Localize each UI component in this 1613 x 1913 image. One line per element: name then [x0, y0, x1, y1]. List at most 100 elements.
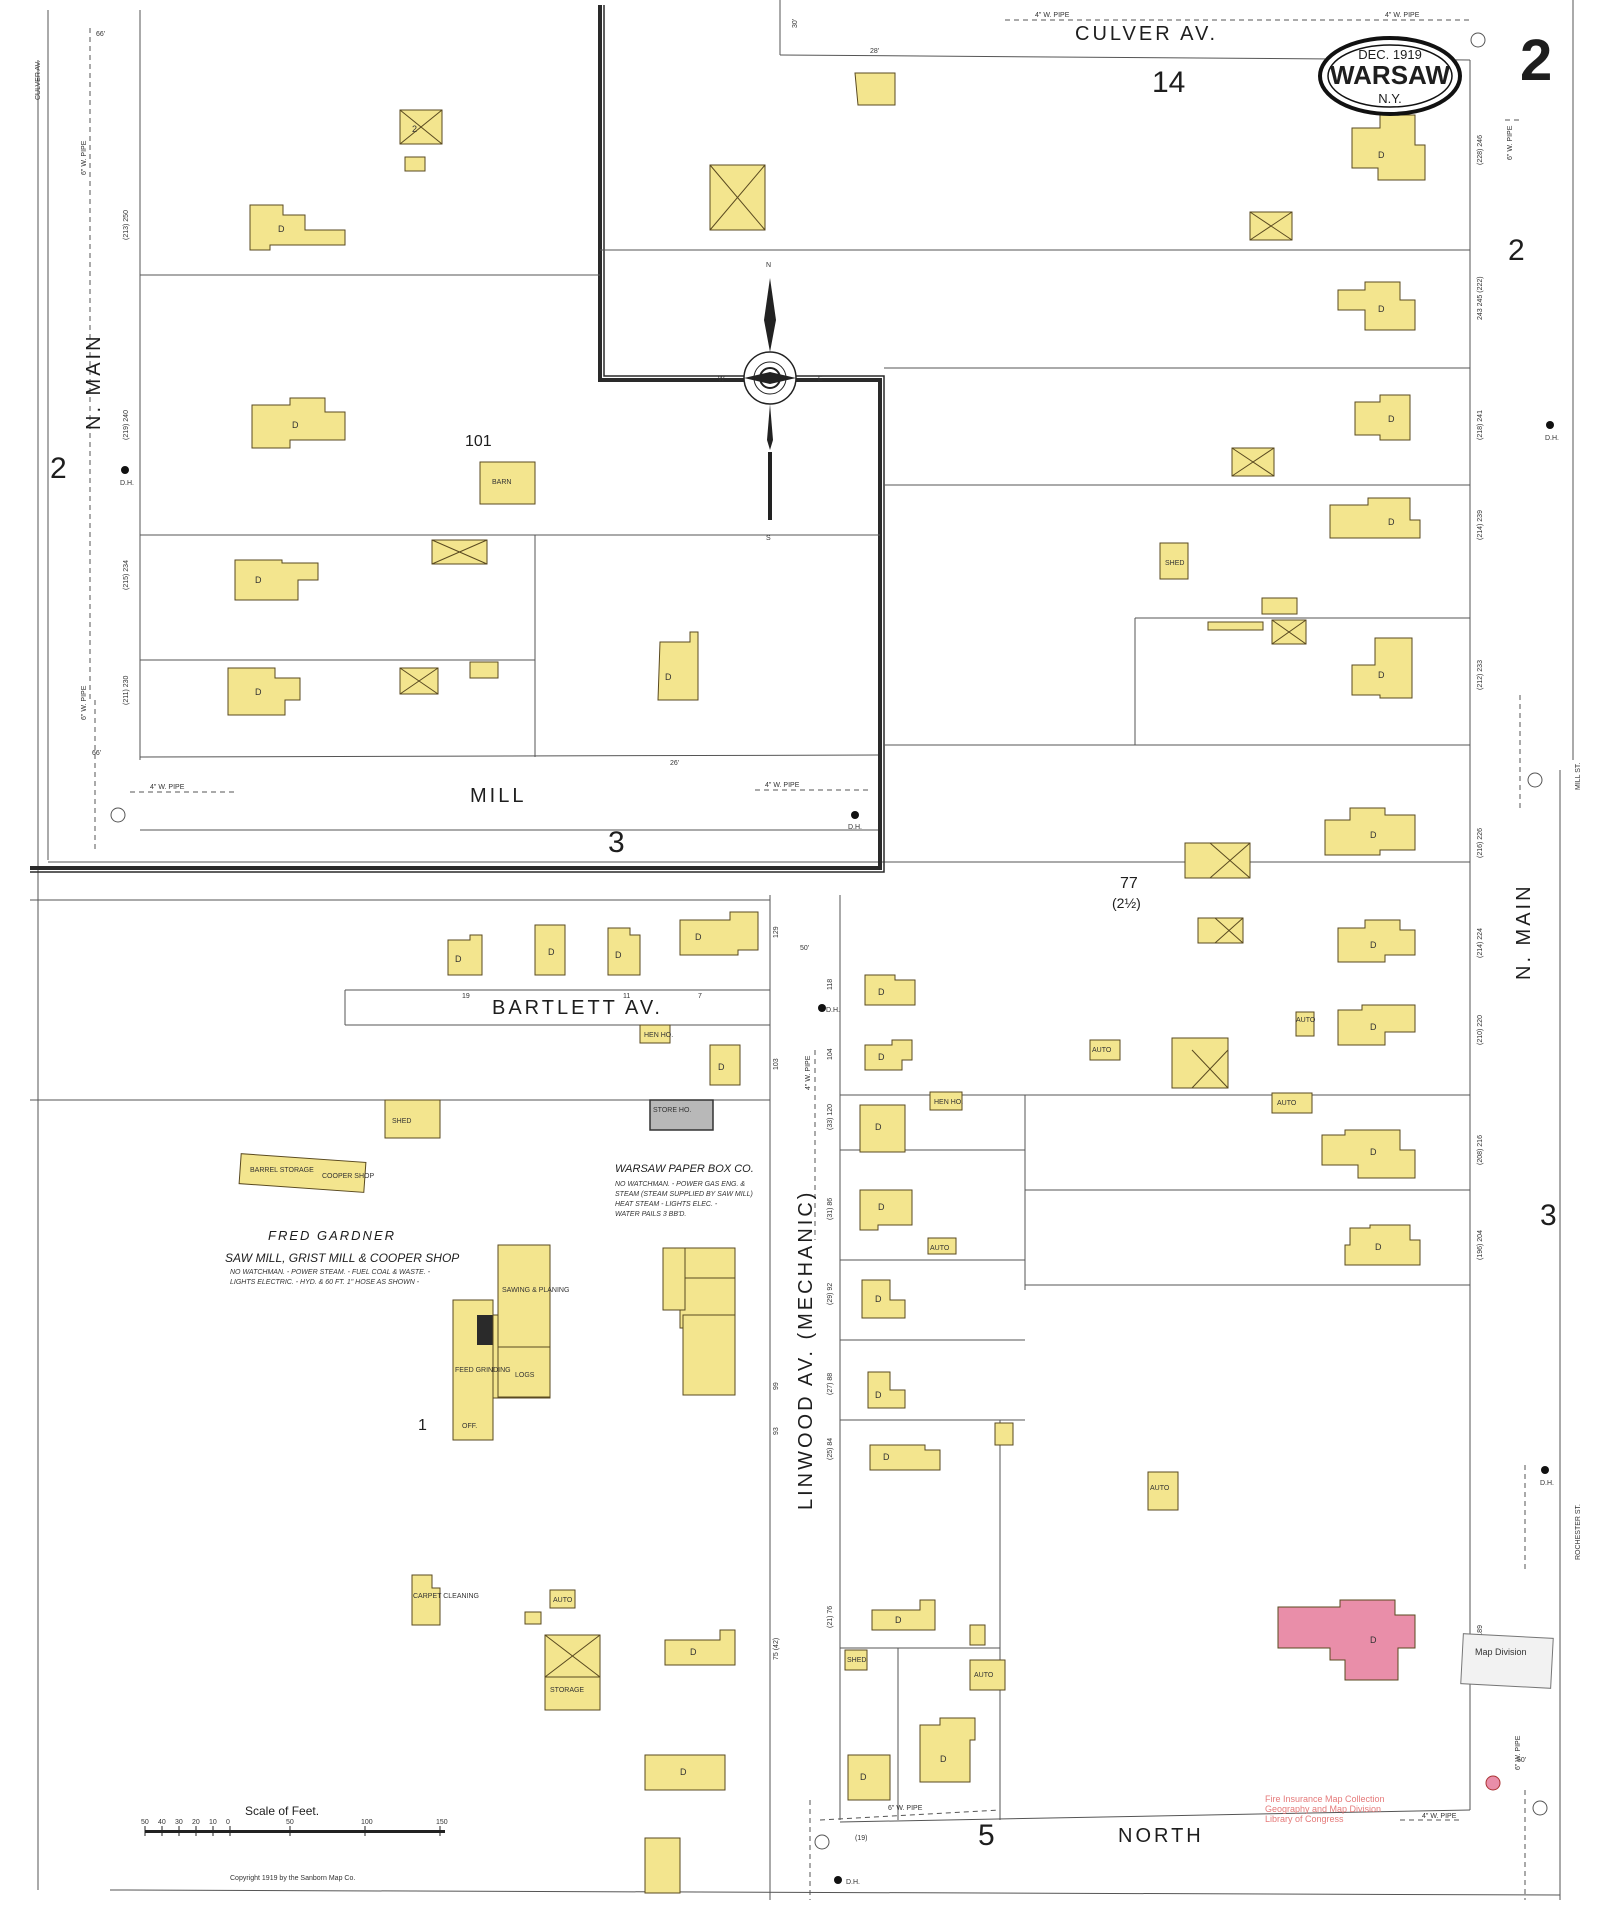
svg-text:D: D	[695, 932, 702, 942]
svg-text:103: 103	[773, 1058, 780, 1070]
building-shed-x7	[1184, 842, 1251, 879]
svg-text:D: D	[883, 1452, 890, 1462]
building-dwelling-26	[847, 1754, 891, 1801]
scale-tick-label: 50	[286, 1819, 294, 1826]
svg-text:D.H.: D.H.	[120, 480, 134, 487]
street-mill: MILL	[470, 785, 526, 807]
svg-text:D: D	[878, 1202, 885, 1212]
pipe-size-2	[1527, 772, 1543, 788]
block-77-sub: (2½)	[1112, 895, 1141, 911]
street-culver-small: CULVER AV.	[35, 60, 42, 100]
svg-text:HEAT STEAM - LIGHTS ELEC. -: HEAT STEAM - LIGHTS ELEC. -	[615, 1201, 718, 1208]
svg-text:D: D	[878, 987, 885, 997]
svg-text:2: 2	[412, 124, 417, 134]
building-dwelling-15	[1321, 1129, 1416, 1179]
svg-text:D: D	[292, 420, 299, 430]
svg-text:4" W. PIPE: 4" W. PIPE	[1385, 12, 1420, 19]
pipe-size-3	[1532, 1800, 1548, 1816]
svg-text:(27) 88: (27) 88	[827, 1373, 834, 1395]
svg-text:(208) 216: (208) 216	[1477, 1135, 1484, 1165]
library-stamp: Map Division	[1460, 1633, 1554, 1689]
building-auto-1	[1295, 1011, 1315, 1037]
adjoining-sheet-2-right: 2	[1508, 234, 1525, 267]
svg-text:D: D	[860, 1772, 867, 1782]
svg-text:D: D	[1388, 414, 1395, 424]
building-dwelling-10	[1329, 497, 1421, 539]
building-store-ho	[649, 1099, 714, 1131]
building-auto-6	[969, 1659, 1006, 1691]
svg-text:SAWING & PLANING: SAWING & PLANING	[502, 1287, 569, 1294]
svg-text:(19): (19)	[855, 1835, 867, 1842]
adjoining-sheet-5: 5	[978, 1819, 995, 1852]
svg-text:Map Division: Map Division	[1475, 1647, 1527, 1657]
building-hen-3	[929, 1091, 963, 1111]
svg-text:WATER PAILS 3 BB'D.: WATER PAILS 3 BB'D.	[615, 1211, 686, 1218]
svg-text:(211) 230: (211) 230	[123, 675, 130, 705]
sheet-town: WARSAW	[1330, 60, 1450, 90]
svg-text:243 245 (222): 243 245 (222)	[1477, 276, 1484, 320]
svg-text:66': 66'	[92, 750, 101, 757]
building-paper-annex	[662, 1247, 686, 1311]
svg-text:11: 11	[623, 993, 630, 1000]
svg-text:SHED: SHED	[392, 1118, 411, 1125]
svg-text:W: W	[718, 376, 725, 383]
scale-tick-label: 150	[436, 1819, 448, 1826]
svg-text:(31) 86: (31) 86	[827, 1198, 834, 1220]
svg-text:HEN HO.: HEN HO.	[644, 1032, 673, 1039]
svg-text:26': 26'	[670, 760, 679, 767]
svg-text:Scale of Feet.: Scale of Feet.	[245, 1804, 319, 1818]
svg-text:COOPER SHOP: COOPER SHOP	[322, 1173, 374, 1180]
scale-tick-label: 10	[209, 1819, 217, 1826]
building-dwelling-27	[447, 934, 483, 976]
sheet-number: 2	[1520, 28, 1552, 93]
svg-text:D: D	[1378, 304, 1385, 314]
svg-text:129: 129	[773, 926, 780, 938]
sheet-date: DEC. 1919	[1358, 47, 1422, 62]
north-arrow-compass: N E S W	[718, 262, 823, 542]
svg-text:D.H.: D.H.	[846, 1879, 860, 1886]
svg-text:(216) 226: (216) 226	[1477, 828, 1484, 858]
scale-tick-label: 20	[192, 1819, 200, 1826]
svg-text:D: D	[940, 1754, 947, 1764]
svg-text:D: D	[875, 1390, 882, 1400]
svg-text:D: D	[895, 1615, 902, 1625]
svg-text:AUTO: AUTO	[1296, 1017, 1316, 1024]
svg-text:AUTO: AUTO	[930, 1245, 950, 1252]
svg-text:STEAM (STEAM SUPPLIED BY SAW M: STEAM (STEAM SUPPLIED BY SAW MILL)	[615, 1191, 753, 1198]
svg-text:N: N	[766, 262, 771, 269]
svg-text:D.H.: D.H.	[1540, 1480, 1554, 1487]
building-auto-2	[1089, 1039, 1121, 1061]
svg-text:6" W. PIPE: 6" W. PIPE	[1515, 1735, 1522, 1770]
street-linwood: LINWOOD AV. (MECHANIC)	[795, 1190, 817, 1510]
building-shed-6	[844, 1649, 868, 1671]
svg-text:D: D	[1370, 1022, 1377, 1032]
svg-text:D.H.: D.H.	[826, 1007, 840, 1014]
building-dwelling-29	[607, 927, 641, 976]
svg-text:6" W. PIPE: 6" W. PIPE	[81, 140, 88, 175]
svg-text:D: D	[1388, 517, 1395, 527]
building-dwelling-8	[1337, 281, 1416, 331]
adjoining-sheet-14: 14	[1152, 66, 1185, 99]
building-shed-4	[994, 1422, 1014, 1446]
building-auto-3	[1271, 1092, 1313, 1114]
building-auto-7	[549, 1589, 576, 1609]
svg-text:STORAGE: STORAGE	[550, 1687, 584, 1694]
building-dwelling-11	[1351, 637, 1413, 699]
building-paper-shop	[679, 1247, 736, 1279]
svg-text:6" W. PIPE: 6" W. PIPE	[81, 685, 88, 720]
scale-tick-label: 0	[226, 1819, 230, 1826]
building-hen-2	[469, 661, 499, 679]
building-dwelling-12	[1324, 807, 1416, 856]
watermark: Fire Insurance Map Collection Geography …	[1265, 1794, 1385, 1824]
adjoining-sheet-3-mill: 3	[608, 826, 625, 859]
svg-text:118: 118	[827, 979, 834, 990]
hydrant-5	[818, 1004, 826, 1012]
hydrant-2	[851, 811, 859, 819]
building-dwelling-22	[867, 1371, 906, 1409]
building-dwelling-16	[1344, 1224, 1421, 1266]
svg-text:FEED GRINDING: FEED GRINDING	[455, 1367, 511, 1374]
building-dwelling-31	[709, 1044, 741, 1086]
svg-text:OFF.: OFF.	[462, 1423, 477, 1430]
building-dwelling-1	[249, 204, 346, 251]
